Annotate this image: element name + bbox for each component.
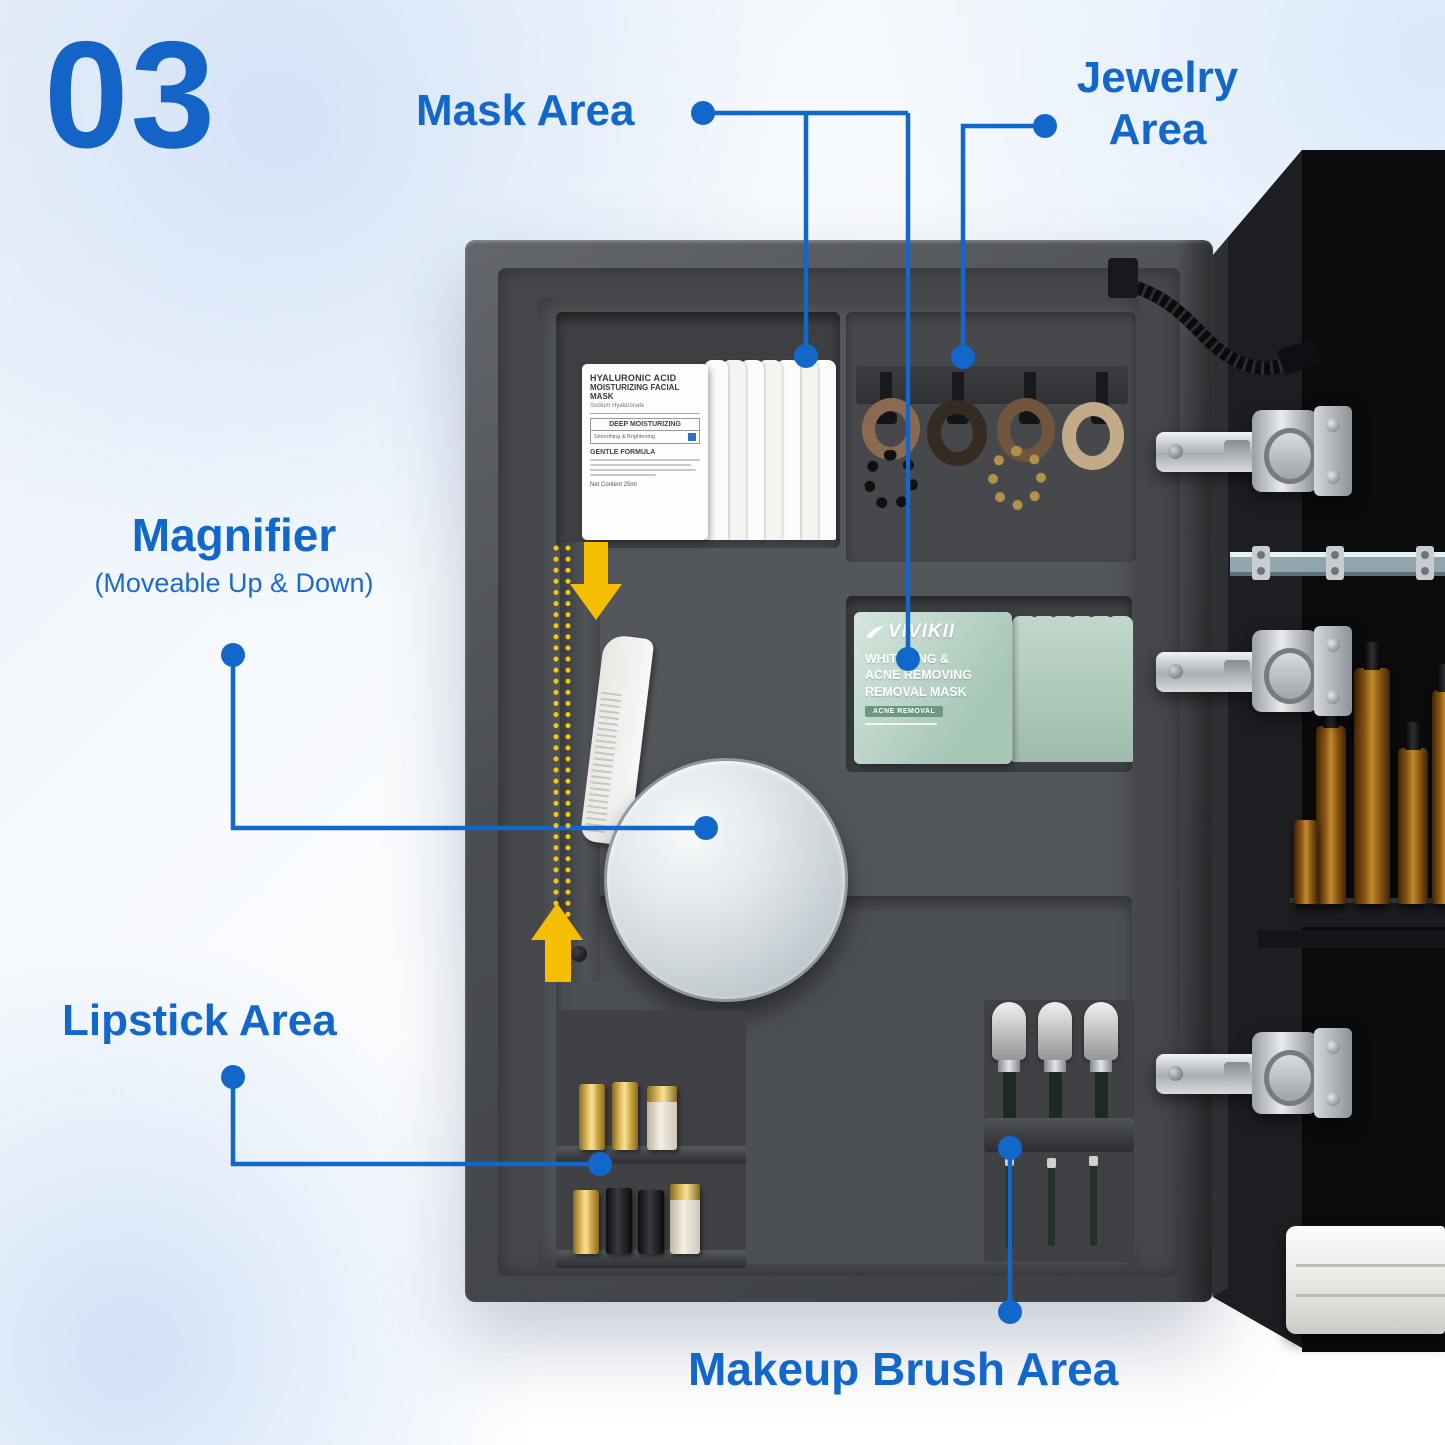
brush-handle (1094, 1072, 1108, 1130)
label-magnifier-title: Magnifier (131, 509, 337, 561)
green-mask-line2: ACNE REMOVING (865, 668, 972, 683)
fine-print-line (590, 469, 696, 471)
brush-bristles (1084, 1002, 1118, 1060)
jewelry-hook (1091, 372, 1113, 424)
mask-title-line1: HYALURONIC ACID (590, 373, 677, 383)
brush-bristles (1038, 1002, 1072, 1060)
amber-bottle (1432, 664, 1445, 904)
lipstick-black (638, 1190, 664, 1254)
mask-net-content: Net Content 25ml (590, 482, 637, 488)
folded-towel (1286, 1226, 1445, 1334)
hinge-arm (1156, 432, 1260, 472)
facial-mask-packet: HYALURONIC ACID MOISTURIZING FACIAL MASK… (582, 364, 708, 540)
dropper-cap (1405, 722, 1421, 750)
label-mask-area: Mask Area (416, 86, 635, 135)
dropper-cap (1364, 642, 1380, 670)
brush-ferrule (998, 1060, 1020, 1072)
brush-ferrule (1044, 1060, 1066, 1072)
amber-bottle (1354, 642, 1390, 904)
hinge-cup (1252, 1032, 1318, 1114)
green-mask-badge: ACNE REMOVAL (865, 705, 944, 717)
green-mask-line3: REMOVAL MASK (865, 684, 967, 699)
jewelry-compartment (846, 312, 1136, 562)
green-mask-brand: VIVIKII (888, 621, 956, 642)
label-magnifier-subtitle: (Moveable Up & Down) (94, 568, 374, 598)
lipstick-cream (647, 1086, 677, 1150)
door-hinge-top (1156, 400, 1352, 500)
acne-mask-packet: VIVIKII WHITENING & ACNE REMOVING REMOVA… (854, 612, 1012, 764)
lipstick-black (606, 1188, 632, 1254)
thin-brush (1089, 1156, 1098, 1246)
lipstick-shelf-lower (556, 1250, 746, 1268)
mask-feature-box: DEEP MOISTURIZING Smoothing & Brightenin… (590, 418, 700, 444)
amber-bottle (1398, 722, 1428, 904)
hinge-plate (1314, 406, 1352, 496)
step-number: 03 (44, 10, 218, 180)
lipstick-cream (670, 1184, 700, 1254)
label-makeup-brush-area: Makeup Brush Area (688, 1343, 1119, 1395)
hinge-cup (1252, 410, 1318, 492)
fine-print-line (590, 464, 692, 466)
blue-square-icon (688, 433, 696, 441)
rail-knob (571, 946, 587, 962)
makeup-brush (992, 1002, 1026, 1130)
label-jewelry-line1: Jewelry (1076, 53, 1239, 102)
label-lipstick-area: Lipstick Area (62, 996, 337, 1045)
dropper-cap (1437, 664, 1445, 692)
thin-brush (1005, 1156, 1014, 1248)
door-hinge-middle (1156, 620, 1352, 720)
brush-handle (1002, 1072, 1016, 1130)
door-hinge-bottom (1156, 1022, 1352, 1122)
label-jewelry-area: Jewelry Area (1055, 52, 1260, 156)
green-mask-line1: WHITENING & (865, 652, 950, 666)
hinge-plate (1314, 1028, 1352, 1118)
amber-bottle (1316, 700, 1346, 904)
hinge-arm (1156, 1054, 1260, 1094)
hinge-plate (1314, 626, 1352, 716)
lipstick-gold (612, 1082, 638, 1150)
label-jewelry-line2: Area (1108, 104, 1207, 154)
mask-subtitle: Sodium Hyaluronate (590, 403, 645, 409)
hinge-arm (1156, 652, 1260, 692)
magnifier-mirror (604, 758, 848, 1002)
brand-leaf-icon (866, 626, 884, 638)
gold-bracelet (988, 446, 1046, 510)
jewelry-hook (875, 372, 897, 424)
mask-title-line2: MOISTURIZING FACIAL MASK (590, 383, 680, 401)
label-magnifier: Magnifier (Moveable Up & Down) (58, 508, 410, 599)
jewelry-hook (947, 372, 969, 424)
mask-formula-title: GENTLE FORMULA (590, 449, 656, 456)
fine-print-line (590, 459, 700, 461)
beaded-bracelet (864, 450, 918, 510)
divider (590, 413, 700, 414)
fine-print-line (590, 474, 656, 476)
makeup-brush (1084, 1002, 1118, 1130)
amber-jar (1294, 820, 1318, 904)
thin-brush (1047, 1158, 1056, 1246)
jewelry-hook-rail (856, 366, 1128, 404)
brush-ferrule (1090, 1060, 1112, 1072)
lipstick-gold (579, 1084, 605, 1150)
brush-handle (1048, 1072, 1062, 1130)
mask-feature-title: DEEP MOISTURIZING (591, 419, 699, 431)
green-mask-edge (1012, 616, 1038, 762)
mask-feature-sub: Smoothing & Brightening (594, 434, 655, 440)
fine-print-line (865, 722, 937, 725)
makeup-brush (1038, 1002, 1072, 1130)
lipstick-gold (573, 1190, 599, 1254)
brush-bristles (992, 1002, 1026, 1060)
hinge-cup (1252, 630, 1318, 712)
brush-holder-bar (984, 1118, 1134, 1152)
